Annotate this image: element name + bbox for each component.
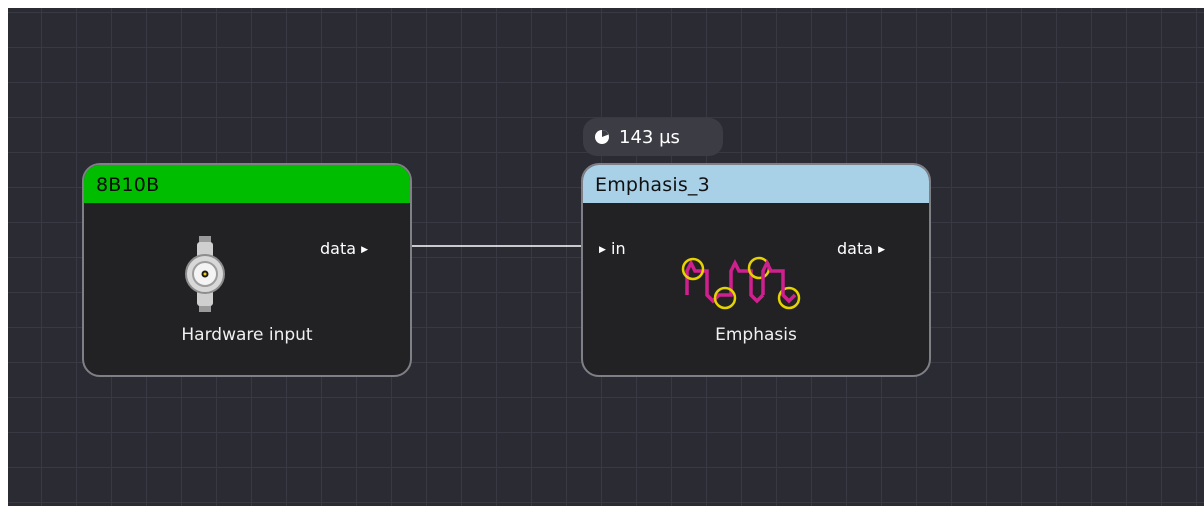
window-top-border [0,0,1204,8]
processing-time-badge: 143 µs [583,118,723,156]
node-8b10b[interactable]: 8B10B data ▶ Hardware input [82,163,412,377]
node-title: 8B10B [96,174,160,196]
node-title: Emphasis_3 [595,174,710,196]
input-arrow-icon: ▶ [599,245,606,255]
emphasis-waveform-icon [681,256,801,310]
output-arrow-icon: ▶ [361,245,369,255]
output-port-data[interactable]: data ▶ [320,239,368,258]
output-arrow-icon: ▶ [878,245,886,255]
node-caption: Hardware input [181,325,313,345]
port-label: data [837,239,874,258]
window-left-border [0,0,8,506]
input-port-in[interactable]: ▶ in [599,239,626,258]
node-emphasis-3[interactable]: Emphasis_3 ▶ in data ▶ Emphasis [581,163,931,377]
connection-wire[interactable] [8,8,1204,506]
node-header[interactable]: 8B10B [84,165,410,203]
processing-time-value: 143 µs [619,127,680,148]
node-header[interactable]: Emphasis_3 [583,165,929,203]
output-port-data[interactable]: data ▶ [837,239,885,258]
port-label: in [611,239,626,258]
clock-icon [595,130,609,144]
bnc-connector-icon [185,236,225,312]
node-caption: Emphasis [715,325,797,345]
port-label: data [320,239,357,258]
